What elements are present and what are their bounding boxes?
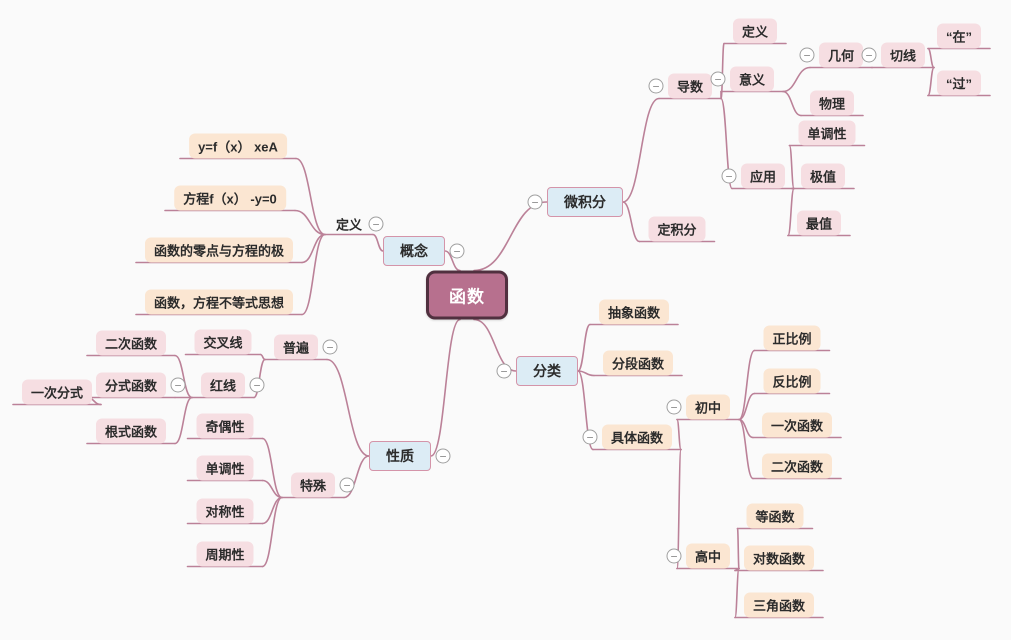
collapse-minus-icon-chuzhong[interactable]: − bbox=[666, 399, 682, 415]
edge-dandiao-left bbox=[261, 479, 283, 499]
edge-guo bbox=[927, 66, 935, 97]
node-pubian[interactable]: 普遍 bbox=[273, 334, 319, 360]
edge-group bbox=[12, 42, 991, 619]
node-hongxian[interactable]: 红线 bbox=[200, 372, 246, 398]
collapse-minus-icon-dingyi-left[interactable]: − bbox=[368, 216, 384, 232]
node-weijifen[interactable]: 微积分 bbox=[547, 187, 623, 217]
edge-def-4 bbox=[301, 233, 326, 316]
collapse-minus-icon-yiyi[interactable]: − bbox=[710, 71, 726, 87]
node-def-3[interactable]: 函数的零点与方程的极 bbox=[144, 237, 294, 263]
edge-yingyong bbox=[720, 97, 733, 190]
node-chouxiang[interactable]: 抽象函数 bbox=[598, 299, 670, 325]
edge-deng-hanshu bbox=[736, 527, 740, 570]
edge-chouxiang bbox=[577, 323, 591, 372]
node-guo[interactable]: “过” bbox=[936, 70, 982, 96]
edge-daoshu bbox=[622, 97, 660, 203]
node-yicifenshi[interactable]: 一次分式 bbox=[21, 379, 93, 405]
edge-erci-left bbox=[174, 354, 193, 399]
collapse-minus-icon-xingzhi[interactable]: − bbox=[435, 448, 451, 464]
node-sanjiao[interactable]: 三角函数 bbox=[743, 592, 815, 618]
node-qiexian[interactable]: 切线 bbox=[880, 42, 926, 68]
edge-teshu bbox=[343, 455, 370, 499]
edge-def-2 bbox=[294, 209, 326, 236]
node-duichen[interactable]: 对称性 bbox=[196, 498, 254, 524]
node-yingyong[interactable]: 应用 bbox=[740, 163, 786, 189]
edge-gainian bbox=[444, 250, 461, 272]
collapse-minus-icon-fenlei[interactable]: − bbox=[496, 363, 512, 379]
edge-zuizhi bbox=[787, 187, 795, 237]
node-juti[interactable]: 具体函数 bbox=[601, 424, 673, 450]
node-root[interactable]: 函数 bbox=[426, 270, 508, 320]
node-zhengbili[interactable]: 正比例 bbox=[763, 325, 821, 351]
node-dingyi-right[interactable]: 定义 bbox=[732, 18, 778, 44]
node-jizhi[interactable]: 极值 bbox=[800, 163, 846, 189]
node-def-2[interactable]: 方程f（x） -y=0 bbox=[174, 185, 286, 211]
node-zhouqi[interactable]: 周期性 bbox=[196, 541, 254, 567]
node-def-4[interactable]: 函数，方程不等式思想 bbox=[144, 289, 294, 315]
node-genshi[interactable]: 根式函数 bbox=[95, 418, 167, 444]
node-fanbili[interactable]: 反比例 bbox=[763, 368, 821, 394]
node-dandiao-right[interactable]: 单调性 bbox=[798, 120, 856, 146]
node-wuli[interactable]: 物理 bbox=[809, 90, 855, 116]
collapse-minus-icon-juti[interactable]: − bbox=[582, 429, 598, 445]
node-erci-left[interactable]: 二次函数 bbox=[95, 330, 167, 356]
edge-dandiao-right bbox=[788, 144, 795, 190]
collapse-minus-icon-yingyong[interactable]: − bbox=[721, 168, 737, 184]
edge-genshi bbox=[174, 396, 193, 445]
node-dingyi-left[interactable]: 定义 bbox=[335, 217, 363, 233]
node-xingzhi[interactable]: 性质 bbox=[369, 441, 431, 471]
edge-fanbili bbox=[738, 392, 756, 421]
node-jiou[interactable]: 奇偶性 bbox=[196, 413, 254, 439]
edge-dingjifen bbox=[622, 201, 641, 243]
node-teshu[interactable]: 特殊 bbox=[290, 472, 336, 498]
collapse-minus-icon-teshu[interactable]: − bbox=[339, 477, 355, 493]
edge-chuzhong bbox=[676, 418, 682, 451]
collapse-minus-icon-gainian[interactable]: − bbox=[449, 243, 465, 259]
node-jiaochaxian[interactable]: 交叉线 bbox=[194, 329, 252, 355]
edge-jihe bbox=[782, 66, 811, 93]
edge-xingzhi bbox=[430, 318, 461, 457]
edge-zhouqi bbox=[261, 496, 283, 568]
node-dandiao-left[interactable]: 单调性 bbox=[196, 455, 254, 481]
edge-jiou bbox=[261, 437, 283, 499]
node-gaozhong[interactable]: 高中 bbox=[685, 543, 731, 569]
collapse-minus-icon-pubian[interactable]: − bbox=[322, 339, 338, 355]
node-erci-right[interactable]: 二次函数 bbox=[761, 453, 833, 479]
node-def-1[interactable]: y=f（x） xeA bbox=[189, 133, 287, 159]
node-dingjifen[interactable]: 定积分 bbox=[648, 216, 706, 242]
collapse-minus-icon-weijifen[interactable]: − bbox=[527, 194, 543, 210]
collapse-minus-icon-qiexian[interactable]: − bbox=[861, 47, 877, 63]
node-duishu[interactable]: 对数函数 bbox=[743, 545, 815, 571]
node-zai[interactable]: “在” bbox=[936, 23, 982, 49]
collapse-minus-icon-daoshu[interactable]: − bbox=[648, 78, 664, 94]
edge-gaozhong bbox=[676, 448, 682, 570]
node-fenduan[interactable]: 分段函数 bbox=[602, 350, 674, 376]
edge-wuli bbox=[782, 90, 802, 117]
edge-erci-right bbox=[738, 418, 754, 480]
node-fenlei[interactable]: 分类 bbox=[516, 356, 578, 386]
collapse-minus-icon-jihe[interactable]: − bbox=[799, 47, 815, 63]
edge-def-1 bbox=[295, 157, 326, 236]
node-daoshu[interactable]: 导数 bbox=[667, 73, 713, 99]
node-deng-hanshu[interactable]: 等函数 bbox=[746, 503, 804, 529]
node-jihe[interactable]: 几何 bbox=[818, 42, 864, 68]
edge-juti bbox=[577, 370, 594, 451]
collapse-minus-icon-hongxian[interactable]: − bbox=[249, 377, 265, 393]
node-fenshi[interactable]: 分式函数 bbox=[95, 372, 167, 398]
node-yiyi[interactable]: 意义 bbox=[729, 66, 775, 92]
node-gainian[interactable]: 概念 bbox=[383, 236, 445, 266]
node-chuzhong[interactable]: 初中 bbox=[685, 394, 731, 420]
collapse-minus-icon-fenshi[interactable]: − bbox=[170, 377, 186, 393]
edge-fenduan bbox=[577, 370, 595, 377]
edge-dingyi-left bbox=[372, 233, 384, 252]
edge-pubian bbox=[326, 358, 370, 457]
collapse-minus-icon-gaozhong[interactable]: − bbox=[666, 548, 682, 564]
node-yici-hanshu[interactable]: 一次函数 bbox=[761, 412, 833, 438]
node-zuizhi[interactable]: 最值 bbox=[796, 210, 842, 236]
